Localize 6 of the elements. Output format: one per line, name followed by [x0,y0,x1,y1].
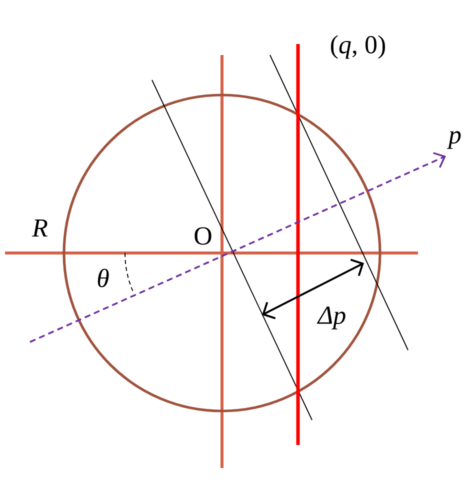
axis-label: p [446,131,461,149]
axis-label: O [194,227,212,245]
axis-label: R [32,219,48,236]
axis-label: Δp [317,306,346,330]
axis-label: θ [98,268,109,288]
axis-label: (q, 0) [330,35,385,59]
